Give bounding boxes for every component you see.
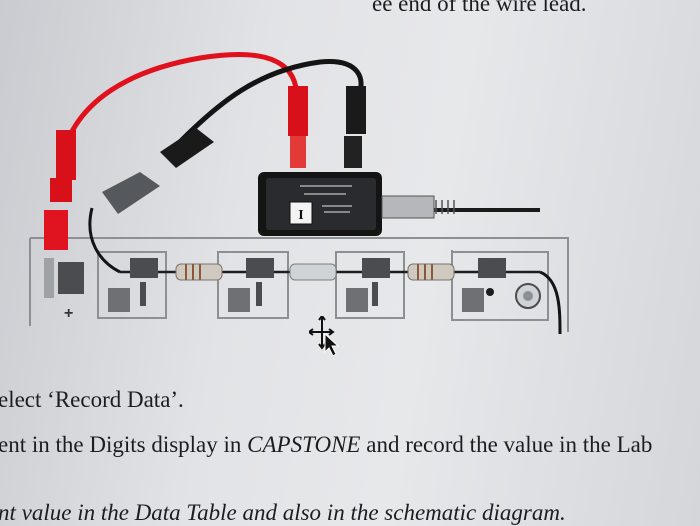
black-patch-cord (170, 59, 364, 152)
sensor-label: I (298, 208, 303, 223)
move-cursor-icon (309, 316, 340, 356)
instruction-line-record: elect ‘Record Data’. (0, 387, 184, 412)
resistor-group (120, 263, 540, 281)
capstone-app-name: CAPSTONE (247, 432, 361, 457)
instruction-line-digits: ent in the Digits display in CAPSTONE an… (0, 432, 652, 458)
current-sensor: I (258, 172, 455, 236)
instruction-line-table: nt value in the Data Table and also in t… (0, 500, 566, 525)
lamp-socket (515, 283, 541, 309)
instruction-line-top: ee end of the wire lead. (372, 0, 587, 16)
circuit-figure: + I (29, 52, 569, 335)
battery-terminal (44, 258, 84, 298)
red-patch-cord (61, 52, 299, 151)
polarity-label: + (64, 305, 73, 322)
spring-clip-group (108, 258, 506, 312)
digits-text-end: and record the value in the Lab (360, 432, 653, 457)
circuit-board (29, 237, 569, 332)
black-wire (88, 207, 562, 335)
digits-text-start: ent in the Digits display in (0, 432, 248, 457)
